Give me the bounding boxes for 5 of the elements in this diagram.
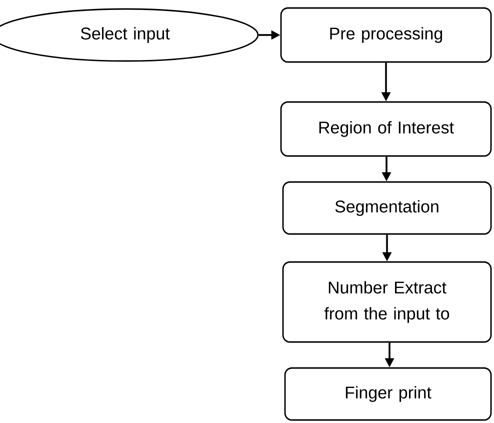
process-box: Pre processing [280,7,492,63]
process-box: Finger print [284,367,492,421]
process-box: Region of Interest [280,101,492,157]
process-box: Number Extract from the input to [282,261,492,343]
process-box: Segmentation [282,181,492,235]
